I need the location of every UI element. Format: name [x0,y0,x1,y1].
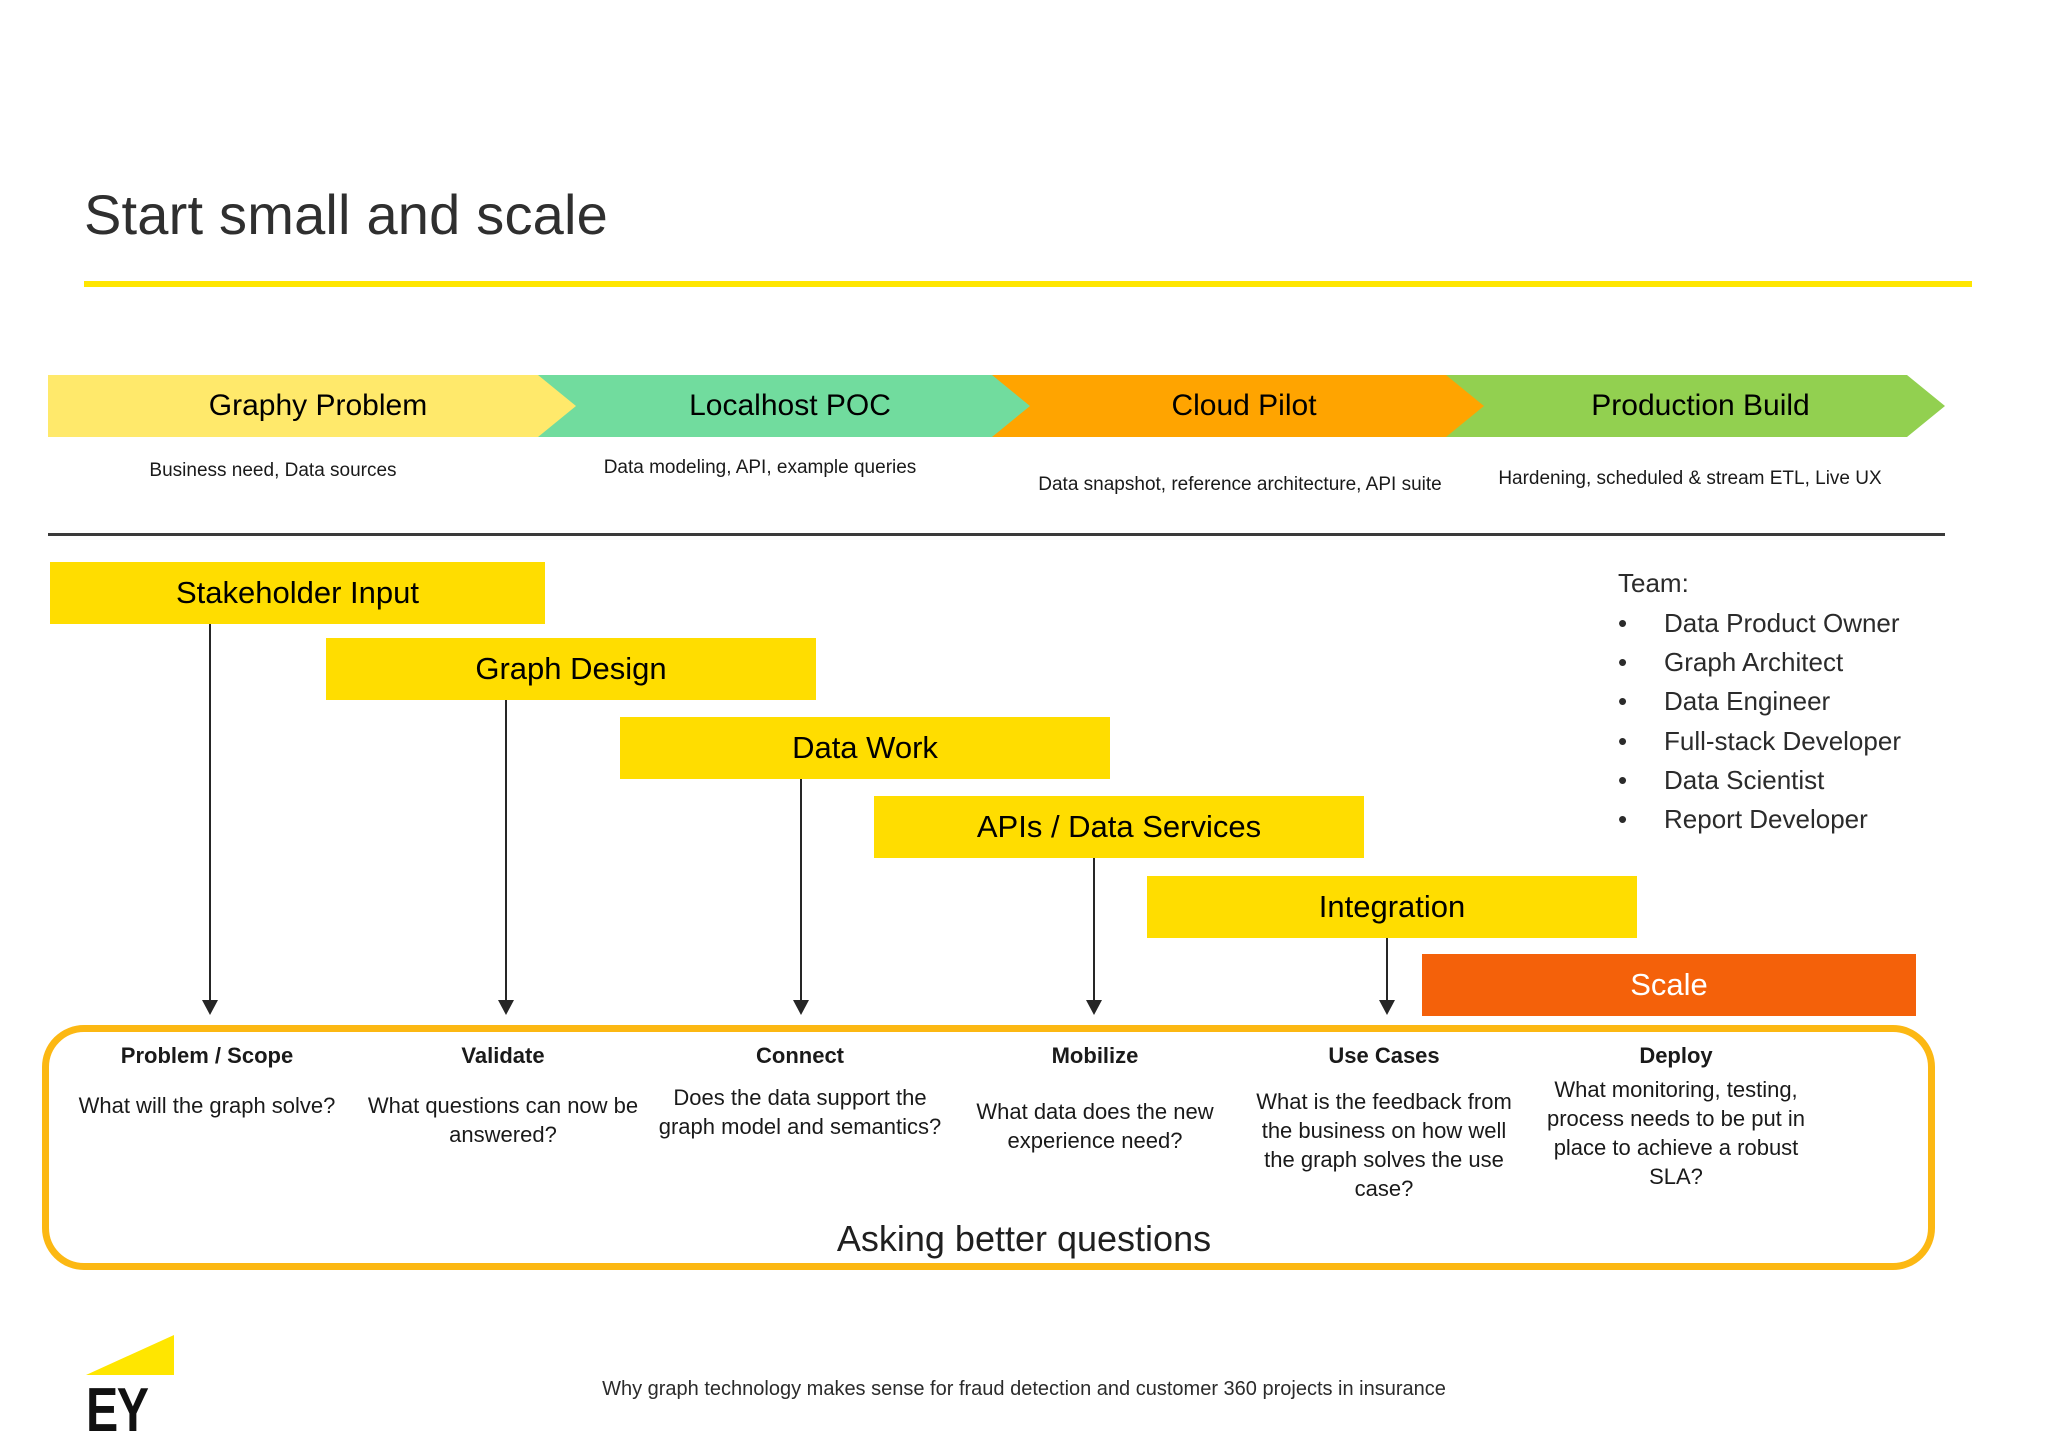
workstream-bar-label: Graph Design [475,651,667,686]
workstream-bar-label: APIs / Data Services [976,809,1262,844]
stage-chevron-graphy-problem[interactable]: Graphy Problem [48,375,578,437]
stage-chevron-label: Localhost POC [689,389,891,422]
team-member-label: Report Developer [1664,803,1868,834]
stage-chevron-label: Cloud Pilot [1171,389,1317,422]
team-list-item: • Data Product Owner [1618,608,1901,639]
footer-note: Why graph technology makes sense for fra… [602,1378,1446,1400]
connector-line-stakeholder-input [202,624,218,1015]
team-list-item: • Data Scientist [1618,765,1901,796]
team-member-label: Data Engineer [1664,686,1831,717]
workstream-bar-stakeholder-input[interactable]: Stakeholder Input [50,562,545,624]
stage-caption-localhost-poc: Data modeling, API, example queries [603,457,917,478]
connector-line-integration [1379,938,1395,1015]
workstream-bar-graph-design[interactable]: Graph Design [326,638,816,700]
ey-beam-icon [86,1335,174,1375]
question-body: What is the feedback from the business o… [1256,1089,1512,1202]
page-title: Start small and scale [84,183,608,246]
question-body: What questions can now be answered? [367,1093,639,1148]
team-member-label: Data Scientist [1664,764,1825,795]
stage-chevron-band: Graphy Problem Localhost POC Cloud Pilot… [48,375,1945,437]
bullet-icon: • [1618,803,1628,834]
question-body: Does the data support the graph model an… [658,1085,942,1140]
workstream-bar-label: Data Work [792,730,938,765]
bullet-icon: • [1618,647,1628,678]
team-member-label: Full-stack Developer [1664,725,1901,756]
stage-chevron-label: Production Build [1591,389,1810,422]
stage-chevron-production-build[interactable]: Production Build [1446,375,1945,437]
question-column-connect: Connect Does the data support the graph … [655,1043,945,1141]
section-divider [48,533,1945,536]
question-heading: Connect [756,1043,844,1068]
question-column-mobilize: Mobilize What data does the new experien… [950,1043,1240,1155]
team-block: Team: • Data Product Owner • Graph Archi… [1618,570,1901,843]
workstream-bar-data-work[interactable]: Data Work [620,717,1110,779]
workstream-bar-apis-data-services[interactable]: APIs / Data Services [874,796,1364,858]
question-column-validate: Validate What questions can now be answe… [358,1043,648,1149]
question-heading: Use Cases [1328,1043,1440,1068]
stage-caption-cloud-pilot: Data snapshot, reference architecture, A… [1038,474,1442,495]
team-list-item: • Report Developer [1618,804,1901,835]
bullet-icon: • [1618,764,1628,795]
question-body: What will the graph solve? [78,1093,336,1118]
workstream-bar-label: Integration [1318,889,1466,924]
question-heading: Problem / Scope [120,1043,294,1068]
team-member-label: Graph Architect [1664,647,1844,678]
title-underline-rule [84,281,1972,287]
stage-chevron-cloud-pilot[interactable]: Cloud Pilot [992,375,1486,437]
question-column-use-cases: Use Cases What is the feedback from the … [1255,1043,1513,1203]
team-list-item: • Graph Architect [1618,647,1901,678]
question-body: What data does the new experience need? [976,1099,1214,1154]
question-heading: Validate [461,1043,545,1068]
connector-line-data-work [793,779,809,1015]
workstream-bar-label: Scale [1630,967,1708,1002]
stage-caption-graphy-problem: Business need, Data sources [149,460,397,481]
workstream-bar-scale[interactable]: Scale [1422,954,1916,1016]
question-heading: Deploy [1639,1043,1713,1068]
bullet-icon: • [1618,686,1628,717]
question-heading: Mobilize [1051,1043,1139,1068]
ey-wordmark: EY [86,1376,149,1445]
question-column-deploy: Deploy What monitoring, testing, process… [1540,1043,1812,1191]
question-body: What monitoring, testing, process needs … [1546,1077,1806,1190]
stage-chevron-label: Graphy Problem [208,389,428,422]
ey-logo: EY [86,1335,206,1445]
workstream-bar-label: Stakeholder Input [175,575,419,610]
team-title: Team: [1618,568,1689,598]
questions-panel [42,1025,1935,1270]
connector-line-apis-data-services [1086,858,1102,1015]
team-member-label: Data Product Owner [1664,608,1900,638]
questions-footer-caption: Asking better questions [836,1218,1212,1259]
stage-chevron-localhost-poc[interactable]: Localhost POC [538,375,1032,437]
team-list-item: • Data Engineer [1618,686,1901,717]
connector-line-graph-design [498,700,514,1015]
bullet-icon: • [1618,725,1628,756]
workstream-bar-integration[interactable]: Integration [1147,876,1637,938]
team-list-item: • Full-stack Developer [1618,726,1901,757]
stage-caption-production-build: Hardening, scheduled & stream ETL, Live … [1498,468,1882,489]
question-column-problem-scope: Problem / Scope What will the graph solv… [62,1043,352,1120]
bullet-icon: • [1618,608,1628,638]
